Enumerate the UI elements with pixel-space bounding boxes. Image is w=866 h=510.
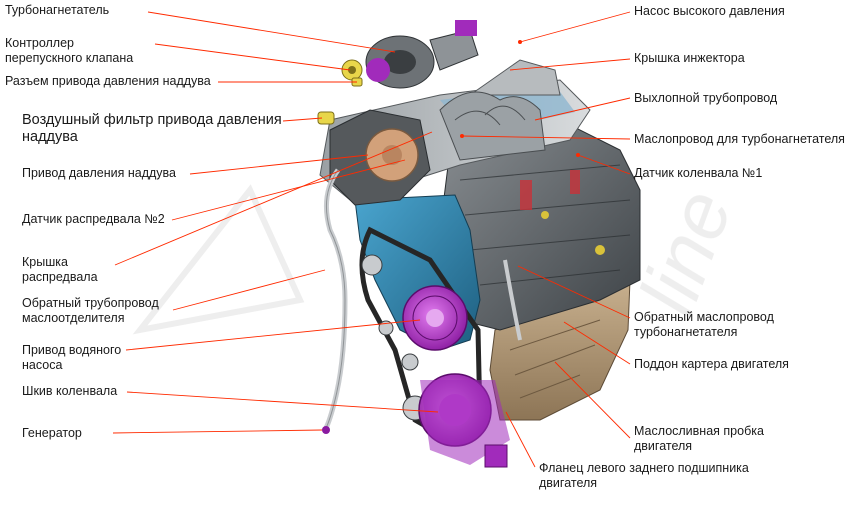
label-turbo-oil-return: Обратный маслопровод турбонагнетателя	[634, 310, 774, 339]
label-breather-return: Обратный трубопровод маслоотделителя	[22, 296, 159, 325]
label-boost-drive: Привод давления наддува	[22, 166, 176, 180]
label-turbo-oil-line: Маслопровод для турбонагнетателя	[634, 132, 845, 146]
breather-return-pipe	[322, 168, 348, 434]
cylinder-block	[439, 119, 641, 331]
turbocharger	[365, 20, 479, 89]
turbo-oil-return-pipe	[503, 259, 522, 341]
exhaust-manifold	[439, 91, 546, 161]
wastegate-controller	[341, 59, 363, 81]
label-water-pump: Привод водяного насоса	[22, 343, 122, 372]
label-crank-pulley: Шкив коленвала	[22, 384, 118, 398]
crankshaft-pulley	[418, 373, 510, 468]
label-crank-sensor-1: Датчик коленвала №1	[634, 166, 763, 180]
water-pump-pulley	[402, 285, 468, 351]
label-boost-air-filter: Воздушный фильтр привода давления наддув…	[22, 112, 282, 145]
label-boost-connector: Разъем привода давления наддува	[5, 74, 211, 88]
label-injector-cover: Крышка инжектора	[634, 51, 745, 65]
label-cam-sensor-2: Датчик распредвала №2	[22, 212, 165, 226]
label-turbocharger: Турбонагнетатель	[5, 3, 110, 17]
label-oil-pan: Поддон картера двигателя	[634, 357, 789, 371]
label-exhaust: Выхлопной трубопровод	[634, 91, 778, 105]
leader-lines	[112, 11, 631, 468]
label-rear-bearing-flange: Фланец левого заднего подшипника двигате…	[539, 461, 749, 490]
leader-dots	[460, 40, 580, 157]
label-hp-pump: Насос высокого давления	[634, 4, 785, 18]
label-drain-plug: Маслосливная пробка двигателя	[634, 424, 764, 453]
svg-text:line: line	[622, 178, 748, 325]
label-generator: Генератор	[22, 426, 82, 440]
label-cam-cover: Крышка распредвала	[22, 255, 98, 284]
label-wastegate-controller: Контроллер перепускного клапана	[5, 36, 134, 65]
